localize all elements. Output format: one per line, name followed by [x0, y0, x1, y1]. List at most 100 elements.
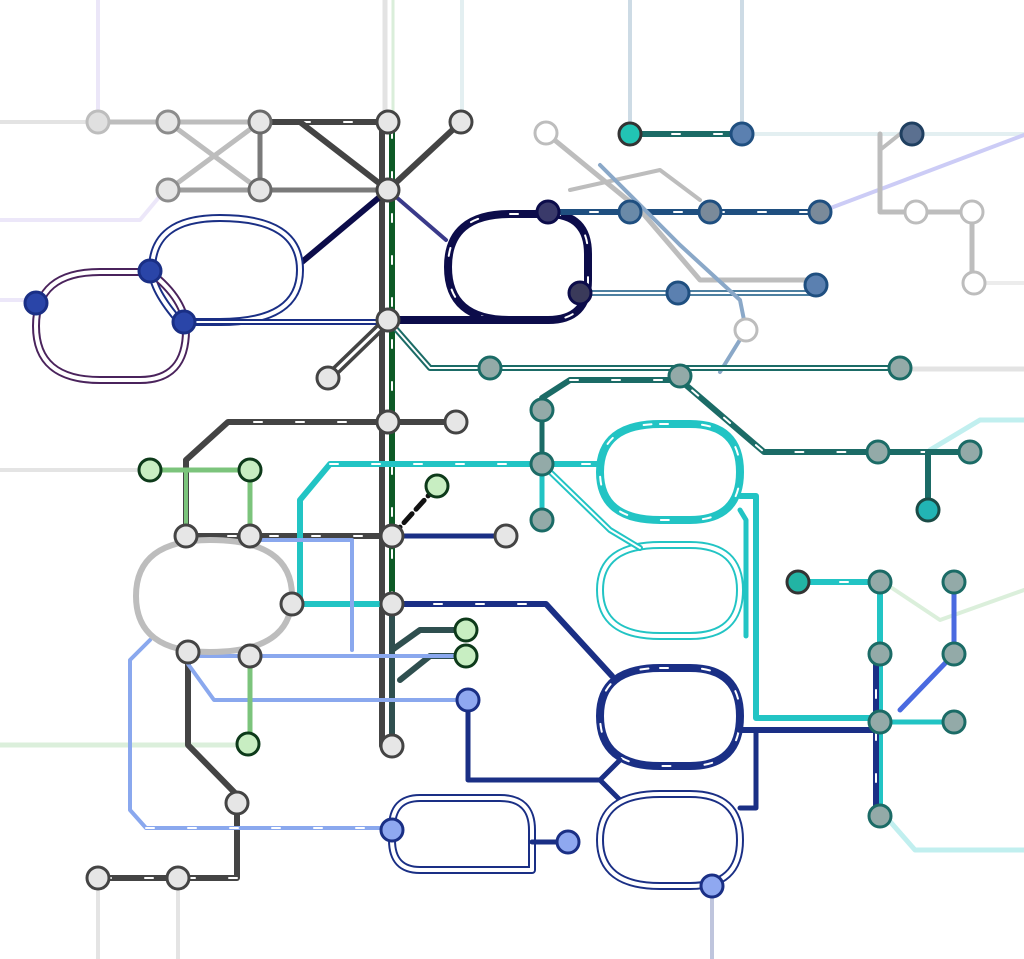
station-node-icon[interactable] — [699, 873, 725, 899]
station-node-icon[interactable] — [171, 309, 197, 335]
station-node-icon[interactable] — [155, 177, 181, 203]
dark-slate-line — [389, 627, 469, 653]
station-node-icon[interactable] — [455, 687, 481, 713]
station-node-icon[interactable] — [477, 355, 503, 381]
station-node-icon[interactable] — [903, 199, 929, 225]
station-node-icon[interactable] — [237, 643, 263, 669]
dark-navy-lines — [299, 187, 592, 324]
station-node-icon[interactable] — [535, 199, 561, 225]
station-node-icon[interactable] — [899, 121, 925, 147]
station-node-icon[interactable] — [959, 199, 985, 225]
station-node-icon[interactable] — [867, 569, 893, 595]
navy-outline-loop — [596, 790, 744, 890]
station-node-icon[interactable] — [617, 199, 643, 225]
station-node-icon[interactable] — [941, 569, 967, 595]
cyan-loop — [596, 420, 744, 524]
grey-line — [165, 119, 263, 193]
dark-grey-line — [326, 318, 390, 380]
station-node-icon[interactable] — [867, 803, 893, 829]
direction-arrow-icon — [569, 379, 973, 453]
cyan-line — [737, 493, 883, 721]
dark-navy-line — [299, 187, 391, 265]
teal-outline-line — [385, 317, 903, 371]
navy-outline-loop — [388, 794, 536, 874]
station-node-icon[interactable] — [617, 121, 643, 147]
navy-outline-loop — [148, 214, 304, 326]
station-node-icon[interactable] — [165, 865, 191, 891]
station-node-icon[interactable] — [665, 280, 691, 306]
station-node-icon[interactable] — [137, 457, 163, 483]
station-node-icon[interactable] — [375, 409, 401, 435]
station-node-icon[interactable] — [941, 709, 967, 735]
cyan-outline-loop-inner — [598, 543, 742, 638]
station-node-icon[interactable] — [453, 643, 479, 669]
station-node-icon[interactable] — [529, 397, 555, 423]
station-node-icon[interactable] — [785, 569, 811, 595]
cyan-outline-line-inner — [541, 463, 641, 549]
station-node-icon[interactable] — [379, 523, 405, 549]
station-node-icon[interactable] — [697, 199, 723, 225]
station-node-icon[interactable] — [224, 790, 250, 816]
station-node-icon[interactable] — [807, 199, 833, 225]
periwinkle-line — [186, 662, 470, 702]
station-node-icon[interactable] — [887, 355, 913, 381]
station-node-icon[interactable] — [155, 109, 181, 135]
station-node-icon[interactable] — [567, 280, 593, 306]
station-node-icon[interactable] — [667, 363, 693, 389]
station-node-icon[interactable] — [529, 507, 555, 533]
station-node-icon[interactable] — [379, 733, 405, 759]
station-node-icon[interactable] — [375, 177, 401, 203]
station-node-icon[interactable] — [453, 617, 479, 643]
cyan-outline-line — [539, 461, 643, 551]
station-node-icon[interactable] — [247, 177, 273, 203]
station-node-icon[interactable] — [375, 109, 401, 135]
cyan-outline-loop — [596, 541, 744, 640]
navy-outline-line — [737, 727, 759, 811]
station-node-icon[interactable] — [237, 523, 263, 549]
station-node-icon[interactable] — [279, 591, 305, 617]
light-steel-line — [598, 163, 748, 374]
station-node-icon[interactable] — [23, 290, 49, 316]
station-node-icon[interactable] — [247, 109, 273, 135]
periwinkle-line — [128, 638, 394, 830]
direction-arrow-icon — [446, 213, 589, 321]
station-node-icon[interactable] — [448, 109, 474, 135]
station-node-icon[interactable] — [237, 457, 263, 483]
station-node-icon[interactable] — [175, 639, 201, 665]
station-node-icon[interactable] — [379, 591, 405, 617]
station-node-icon[interactable] — [865, 439, 891, 465]
periwinkle-lines — [128, 538, 957, 830]
station-node-icon[interactable] — [375, 307, 401, 333]
bg-line — [877, 807, 1024, 853]
station-node-icon[interactable] — [493, 523, 519, 549]
grey-loop — [133, 537, 295, 655]
station-node-icon[interactable] — [85, 109, 111, 135]
station-node-icon[interactable] — [533, 120, 559, 146]
purple-loop — [32, 268, 190, 384]
light-steel-line — [543, 130, 819, 283]
station-node-icon[interactable] — [915, 497, 941, 523]
station-node-icon[interactable] — [941, 641, 967, 667]
station-node-icon[interactable] — [803, 272, 829, 298]
station-node-icon[interactable] — [173, 523, 199, 549]
station-node-icon[interactable] — [961, 270, 987, 296]
station-node-icon[interactable] — [733, 317, 759, 343]
station-node-icon[interactable] — [529, 451, 555, 477]
navy-outline-loop — [148, 214, 391, 326]
station-node-icon[interactable] — [85, 865, 111, 891]
station-node-icon[interactable] — [424, 473, 450, 499]
station-node-icon[interactable] — [957, 439, 983, 465]
station-node-icon[interactable] — [235, 731, 261, 757]
station-node-icon[interactable] — [379, 817, 405, 843]
navy-line — [389, 601, 615, 679]
station-node-icon[interactable] — [137, 258, 163, 284]
station-node-icon[interactable] — [315, 365, 341, 391]
dark-grey-line — [297, 119, 391, 193]
station-node-icon[interactable] — [867, 709, 893, 735]
station-node-icon[interactable] — [443, 409, 469, 435]
bg-line — [0, 188, 167, 222]
station-node-icon[interactable] — [729, 121, 755, 147]
station-node-icon[interactable] — [867, 641, 893, 667]
station-node-icon[interactable] — [555, 829, 581, 855]
